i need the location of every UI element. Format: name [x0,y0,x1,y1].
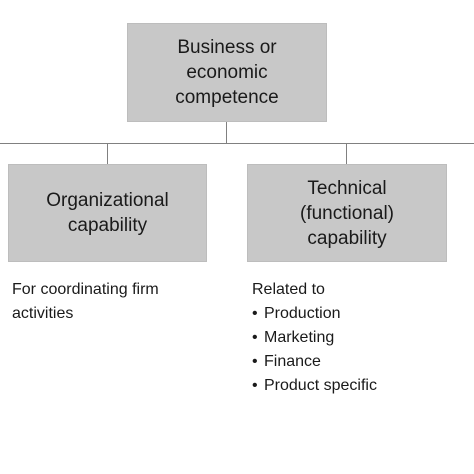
node-left-line-2: capability [67,215,148,236]
list-item-label: Finance [264,353,321,370]
node-business-competence: Business or economic competence [127,23,327,122]
caption-left-line-1: For coordinating firm [12,281,159,298]
node-top-line-3: competence [175,87,279,108]
list-item-label: Production [264,305,341,322]
node-left-line-1: Organizational [46,190,169,211]
bullet-icon: • [252,329,258,346]
list-item: • Product specific [252,374,467,398]
list-item: • Production [252,302,467,326]
node-right-line-1: Technical [307,177,387,199]
node-organizational-capability: Organizational capability [8,164,207,262]
bullet-icon: • [252,377,258,394]
connector-left-drop [107,143,108,164]
node-top-line-2: economic [186,62,268,83]
caption-technical: Related to • Production • Marketing • Finan… [252,278,467,398]
caption-organizational: For coordinating firm activities [12,278,212,326]
bullet-icon: • [252,305,258,322]
caption-right-list: • Production • Marketing • Finance • Product… [252,302,467,398]
node-top-line-1: Business or [177,37,277,58]
connector-right-drop [346,143,347,164]
bullet-icon: • [252,353,258,370]
list-item: • Marketing [252,326,467,350]
list-item-label: Product specific [264,377,377,394]
connector-top-stem [226,122,227,144]
caption-right-heading: Related to [252,281,325,298]
list-item: • Finance [252,350,467,374]
node-right-line-2: (functional) [300,202,394,224]
connector-horizontal [0,143,474,144]
list-item-label: Marketing [264,329,335,346]
caption-left-line-2: activities [12,305,74,322]
node-right-line-3: capability [307,227,387,249]
node-technical-capability: Technical (functional) capability [247,164,447,262]
